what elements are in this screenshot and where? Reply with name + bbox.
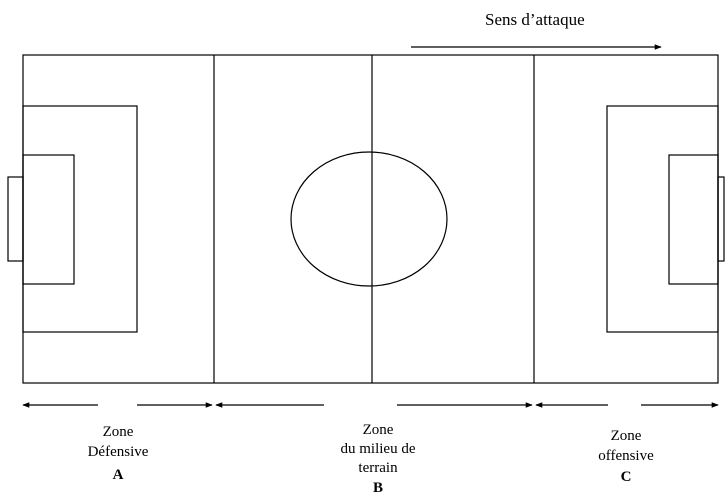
goal-area-right (668, 154, 719, 285)
penalty-area-left (22, 105, 138, 333)
zone-b-label: Zone du milieu de terrain B (341, 422, 416, 495)
zone-a-line2: Défensive (88, 444, 149, 460)
center-circle (290, 151, 448, 287)
zone-c-label: Zone offensive C (598, 428, 654, 485)
goal-left (7, 176, 24, 262)
penalty-area-right (606, 105, 719, 333)
attack-direction-label: Sens d’attaque (485, 10, 585, 29)
zone-c-line2: offensive (598, 448, 654, 464)
pitch-outline (22, 54, 719, 384)
goal-right (717, 176, 725, 262)
zone-b-line2: du milieu de (341, 441, 416, 457)
zone-b-line3: terrain (358, 460, 398, 476)
pitch (7, 54, 725, 384)
zone-c-letter: C (621, 469, 632, 485)
zone-c-line1: Zone (611, 428, 642, 444)
zone-a-letter: A (113, 467, 124, 483)
zone-b-letter: B (373, 480, 383, 495)
zone-b-line1: Zone (363, 422, 394, 438)
zone-a-line1: Zone (103, 424, 134, 440)
zone-a-label: Zone Défensive A (88, 424, 149, 483)
goal-area-left (22, 154, 75, 285)
